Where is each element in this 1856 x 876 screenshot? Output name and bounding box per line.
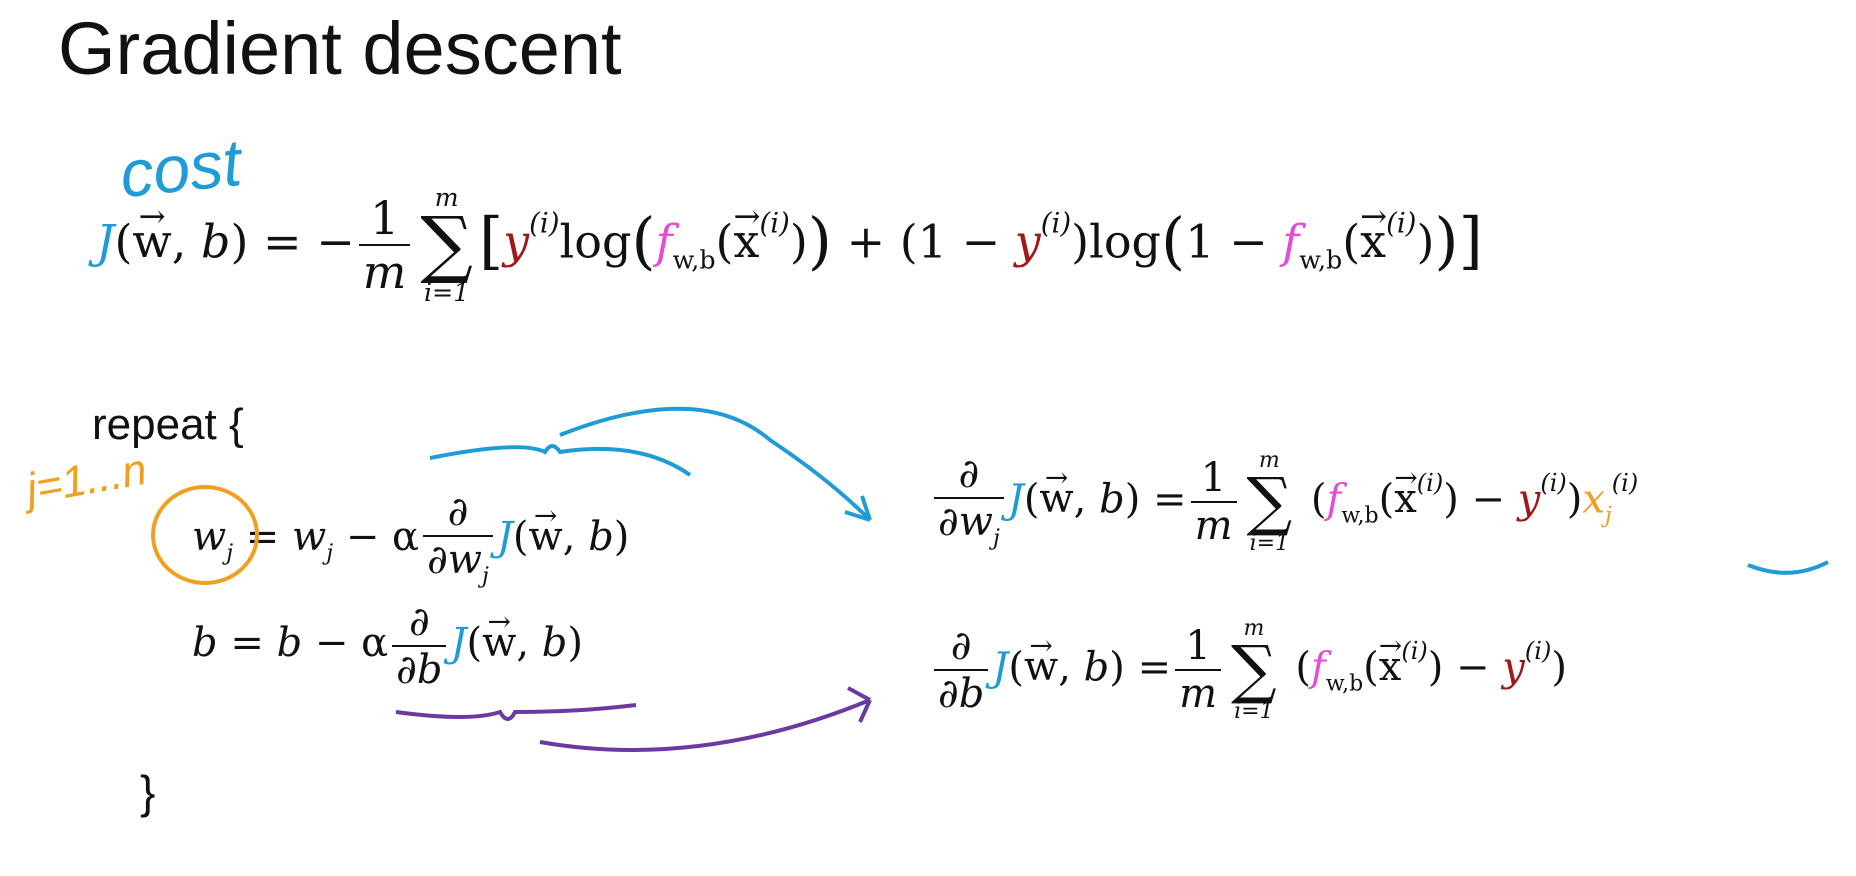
blue-arrowhead xyxy=(844,495,872,522)
dw-derivative-equation: ∂∂wjJ(w, b) =1mm∑i=1 (fw,b(x(i)) − y(i))… xyxy=(930,450,1638,555)
slide-title: Gradient descent xyxy=(58,7,622,90)
cost-function-equation: J(w, b) = −1mm∑i=1[y(i)log(fw,b(x(i))) +… xyxy=(96,185,1483,306)
summation: m∑i=1 xyxy=(420,183,473,308)
blue-underline xyxy=(1747,560,1829,575)
purple-brace xyxy=(395,703,637,721)
db-derivative-equation: ∂∂bJ(w, b) =1mm∑i=1 (fw,b(x(i)) − y(i)) xyxy=(930,618,1567,723)
repeat-close: } xyxy=(140,766,156,818)
b-update-equation: b = b − α∂∂bJ(w, b) xyxy=(192,602,583,690)
repeat-open: repeat { xyxy=(92,400,244,449)
w-update-equation: wj = wj − α∂∂wjJ(w, b) xyxy=(192,492,629,588)
j-range-annotation: j=1...n xyxy=(22,444,151,515)
purple-arrow xyxy=(539,698,871,752)
blue-brace xyxy=(429,444,692,477)
purple-arrowhead xyxy=(847,686,872,723)
cost-J: J xyxy=(96,214,115,269)
